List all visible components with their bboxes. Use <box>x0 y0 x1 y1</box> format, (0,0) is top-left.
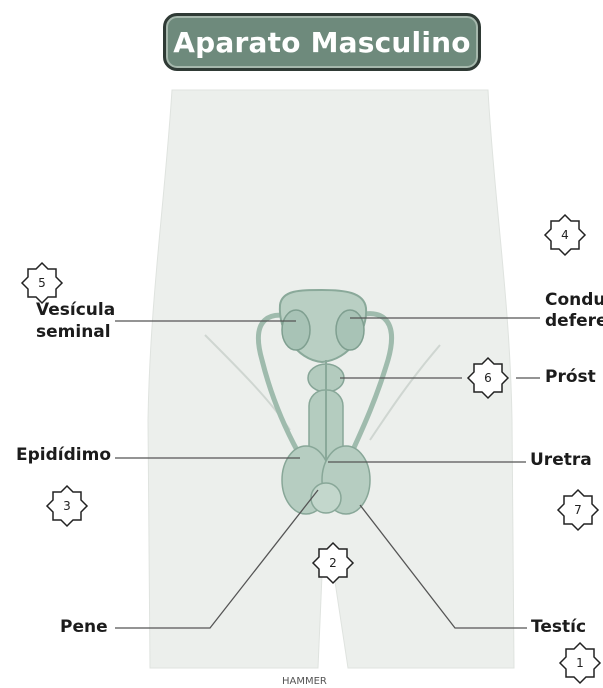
label-prostata: Próst <box>545 368 603 387</box>
label-conducto-line2: defere <box>545 312 603 331</box>
label-vesicula-line1: Vesícula <box>36 301 115 320</box>
marker-number-3: 3 <box>57 499 77 513</box>
label-epididimo: Epidídimo <box>16 446 111 465</box>
marker-number-7: 7 <box>568 503 588 517</box>
label-conducto-line1: Condu <box>545 291 603 310</box>
label-vesicula-line2: seminal <box>36 323 111 342</box>
seminal-vesicle-right <box>336 310 364 350</box>
marker-number-1: 1 <box>570 656 590 670</box>
seminal-vesicle-left <box>282 310 310 350</box>
marker-number-4: 4 <box>555 228 575 242</box>
marker-number-6: 6 <box>478 371 498 385</box>
bottom-caption: HAMMER <box>282 676 327 687</box>
marker-number-2: 2 <box>323 556 343 570</box>
marker-number-5: 5 <box>32 276 52 290</box>
label-pene: Pene <box>60 618 108 637</box>
label-uretra: Uretra <box>530 451 603 470</box>
glans <box>311 483 341 513</box>
label-testiculo: Testíc <box>531 618 603 637</box>
